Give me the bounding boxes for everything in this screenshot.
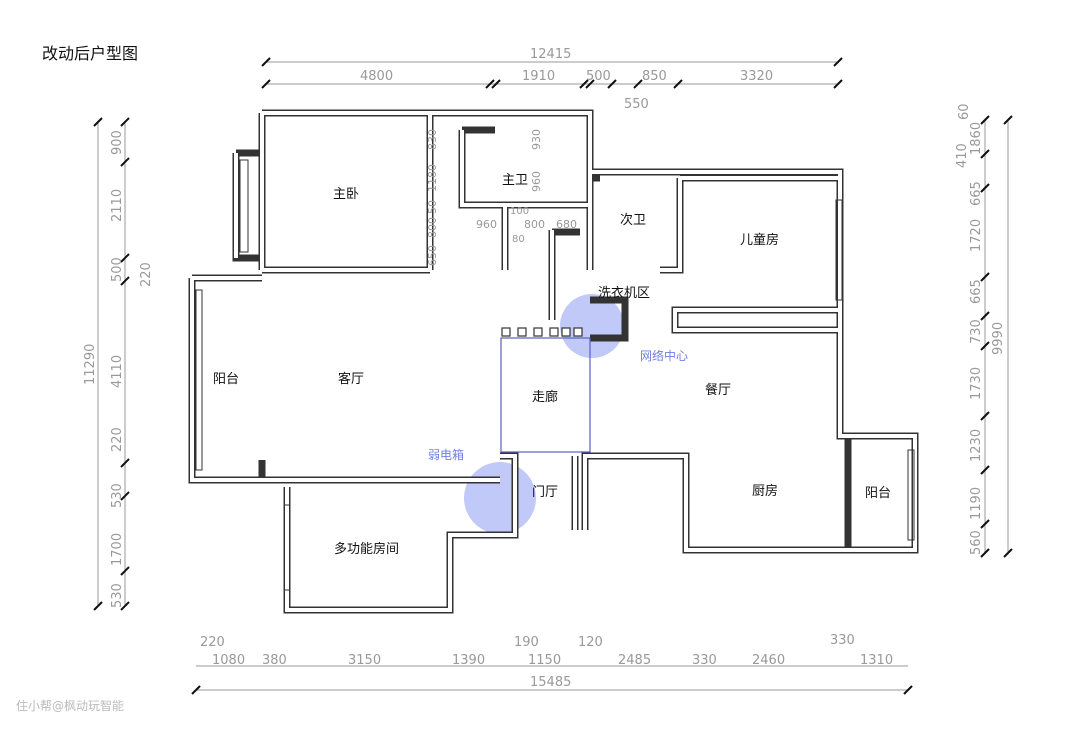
dim-right: 665 — [969, 181, 984, 206]
dim-inner: 800 — [426, 217, 439, 238]
room-second-bath: 次卫 — [620, 212, 646, 228]
network-center-marker — [560, 294, 624, 358]
dim-bottom: 1150 — [528, 653, 561, 668]
dim-bottom: 2485 — [618, 653, 651, 668]
dim-left: 530 — [110, 583, 125, 608]
dim-bottom: 2460 — [752, 653, 785, 668]
room-dining: 餐厅 — [705, 382, 731, 398]
room-living: 客厅 — [338, 371, 364, 387]
network-center-label: 网络中心 — [640, 348, 688, 363]
dim-right: 1730 — [969, 367, 984, 400]
dim-left: 530 — [110, 483, 125, 508]
dim-top-total: 12415 — [530, 47, 571, 62]
room-master-bath: 主卫 — [502, 173, 528, 188]
dim-top: 4800 — [360, 69, 393, 84]
page-title: 改动后户型图 — [42, 44, 139, 63]
room-balcony-left: 阳台 — [213, 372, 239, 387]
room-kids: 儿童房 — [740, 232, 779, 248]
room-entrance: 门厅 — [532, 485, 558, 500]
dim-inner: 830 — [426, 129, 439, 150]
walls — [188, 109, 919, 614]
dim-bottom: 120 — [578, 635, 603, 650]
room-kitchen: 厨房 — [752, 483, 778, 499]
dim-right: 665 — [969, 279, 984, 304]
dim-inner: 80 — [512, 234, 525, 245]
dim-inner: 50 — [426, 200, 439, 214]
dim-right: 1190 — [969, 487, 984, 520]
dimension-lines — [93, 57, 1013, 695]
room-laundry: 洗衣机区 — [598, 285, 650, 301]
dim-bottom: 3150 — [348, 653, 381, 668]
dim-bottom: 1310 — [860, 653, 893, 668]
dim-bottom-total: 15485 — [530, 675, 571, 690]
dim-right: 410 — [955, 143, 970, 168]
weak-box-marker — [464, 462, 536, 534]
dim-top: 3320 — [740, 69, 773, 84]
weak-box-label: 弱电箱 — [428, 447, 464, 462]
dim-top: 550 — [624, 97, 649, 112]
dim-top: 1910 — [522, 69, 555, 84]
dim-inner: 100 — [510, 206, 529, 217]
dim-right: 60 — [957, 103, 972, 120]
dim-inner: 650 — [426, 245, 439, 266]
corridor-outline — [500, 337, 591, 453]
dim-left: 1700 — [110, 533, 125, 566]
dim-left-total: 11290 — [83, 344, 98, 385]
dim-bottom: 190 — [514, 635, 539, 650]
dim-bottom: 330 — [830, 633, 855, 648]
dim-right-total: 9990 — [991, 322, 1006, 355]
dim-inner: 1180 — [426, 164, 439, 192]
dim-bottom: 220 — [200, 635, 225, 650]
dim-right: 560 — [969, 530, 984, 555]
room-multi: 多功能房间 — [334, 541, 399, 557]
dim-left: 220 — [110, 427, 125, 452]
dim-inner: 800 — [524, 218, 545, 231]
dim-right: 1230 — [969, 429, 984, 462]
dim-inner: 960 — [476, 218, 497, 231]
dim-top: 850 — [642, 69, 667, 84]
dim-right: 730 — [969, 319, 984, 344]
dim-left: 4110 — [110, 355, 125, 388]
room-master-bedroom: 主卧 — [333, 187, 359, 202]
dim-left: 500 — [110, 257, 125, 282]
dim-inner: 960 — [530, 171, 543, 192]
dim-left: 900 — [110, 130, 125, 155]
dim-inner: 680 — [556, 218, 577, 231]
dim-bottom: 330 — [692, 653, 717, 668]
dim-bottom: 1080 — [212, 653, 245, 668]
dim-right: 1720 — [969, 219, 984, 252]
watermark: 住小帮@枫动玩智能 — [16, 699, 125, 713]
dim-inner: 930 — [530, 129, 543, 150]
dim-right: 1860 — [969, 122, 984, 155]
room-corridor: 走廊 — [532, 389, 558, 405]
dim-top: 500 — [586, 69, 611, 84]
dim-bottom: 1390 — [452, 653, 485, 668]
dim-left: 220 — [139, 262, 154, 287]
dim-left: 2110 — [110, 189, 125, 222]
room-balcony-right: 阳台 — [865, 486, 891, 501]
dim-bottom: 380 — [262, 653, 287, 668]
